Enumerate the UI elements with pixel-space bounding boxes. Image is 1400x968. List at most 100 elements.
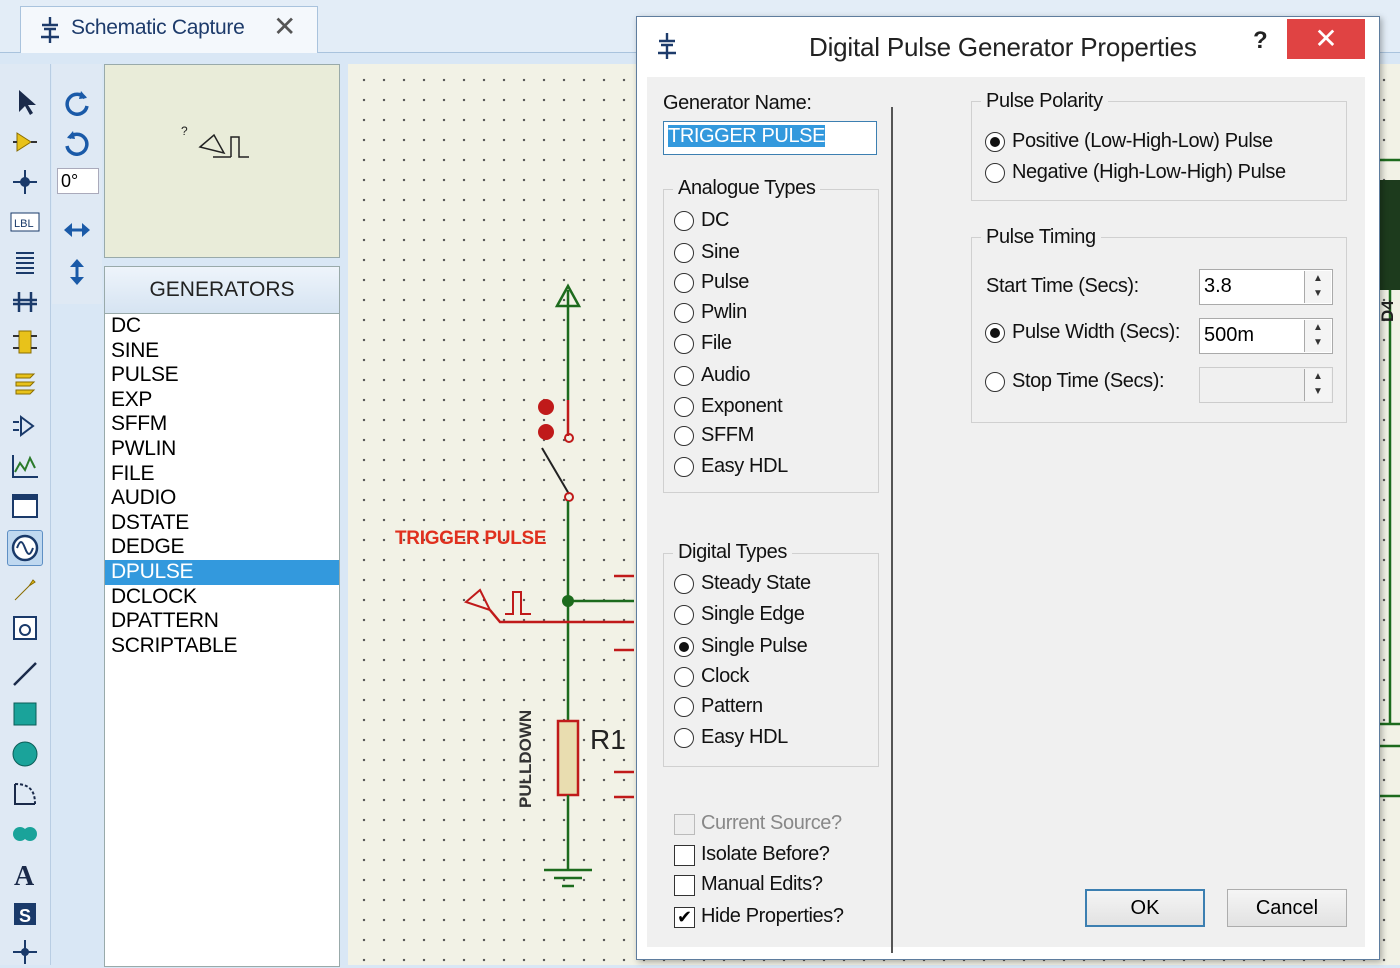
list-item[interactable]: DCLOCK — [111, 584, 197, 608]
wire-label-icon[interactable]: LBL — [9, 206, 41, 238]
generator-label[interactable]: TRIGGER PULSE — [395, 528, 547, 549]
flip-horizontal-icon[interactable] — [61, 214, 93, 246]
box-tool-icon[interactable] — [9, 698, 41, 730]
generator-mode-icon[interactable] — [7, 530, 43, 566]
radio-dc[interactable] — [674, 211, 694, 231]
text-tool-icon[interactable]: A — [9, 858, 41, 890]
selection-mode-icon[interactable] — [9, 86, 41, 118]
switch-pin-icon — [538, 424, 554, 440]
graph-mode-icon[interactable] — [9, 450, 41, 482]
radio-sffm[interactable] — [674, 426, 694, 446]
voltage-probe-icon[interactable] — [9, 574, 41, 606]
radio-label: DC — [701, 209, 730, 231]
pulse-width-label: Pulse Width (Secs): — [1012, 321, 1181, 343]
radio-single-pulse[interactable] — [674, 637, 694, 657]
svg-text:S: S — [19, 906, 31, 926]
symbol-tool-icon[interactable]: S — [9, 898, 41, 930]
pulse-width-spinner[interactable]: ▲▼ — [1304, 320, 1331, 352]
list-item[interactable]: SCRIPTABLE — [111, 633, 238, 657]
list-item[interactable]: DPATTERN — [111, 609, 219, 633]
list-item[interactable]: PWLIN — [111, 436, 177, 460]
current-source-checkbox[interactable] — [674, 814, 695, 835]
terminals-icon[interactable] — [9, 366, 41, 398]
line-tool-icon[interactable] — [9, 658, 41, 690]
tape-recorder-icon[interactable] — [9, 490, 41, 522]
circle-tool-icon[interactable] — [9, 738, 41, 770]
device-pins-icon[interactable] — [9, 410, 41, 442]
radio-label: Exponent — [701, 395, 783, 417]
radio-steady-state[interactable] — [674, 574, 694, 594]
path-tool-icon[interactable] — [9, 818, 41, 850]
list-item[interactable]: SFFM — [111, 412, 167, 436]
switch-pin-icon — [538, 399, 554, 415]
radio-label: Easy HDL — [701, 455, 788, 477]
stop-time-input[interactable]: ▲▼ — [1199, 367, 1333, 403]
hide-properties-checkbox[interactable]: ✔ — [674, 907, 695, 928]
radio-file[interactable] — [674, 334, 694, 354]
cancel-button[interactable]: Cancel — [1227, 889, 1347, 927]
start-time-input[interactable]: 3.8 ▲▼ — [1199, 269, 1333, 305]
dialog-close-button[interactable]: ✕ — [1287, 19, 1365, 59]
radio-positive-pulse[interactable] — [985, 132, 1005, 152]
list-item[interactable]: PULSE — [111, 363, 179, 387]
junction-dot-icon[interactable] — [9, 166, 41, 198]
generator-name-input[interactable]: TRIGGER PULSE — [663, 121, 877, 155]
start-time-label: Start Time (Secs): — [986, 275, 1139, 297]
generator-name-value: TRIGGER PULSE — [668, 125, 826, 147]
radio-label: Single Edge — [701, 603, 805, 625]
rotate-anticlockwise-icon[interactable] — [61, 126, 93, 158]
radio-pulse-width[interactable] — [985, 323, 1005, 343]
radio-single-edge[interactable] — [674, 605, 694, 625]
isolate-before-checkbox[interactable] — [674, 845, 695, 866]
radio-pulse[interactable] — [674, 273, 694, 293]
device-list[interactable]: DC SINE PULSE EXP SFFM PWLIN FILE AUDIO … — [105, 314, 339, 658]
list-item[interactable]: DC — [111, 314, 141, 337]
tab-close-icon[interactable]: ✕ — [273, 11, 297, 42]
subcircuit-icon[interactable] — [9, 326, 41, 358]
rotation-angle-field[interactable]: 0° — [57, 168, 99, 194]
rotate-clockwise-icon[interactable] — [61, 86, 93, 118]
radio-pattern[interactable] — [674, 697, 694, 717]
resistor-value-label[interactable]: PULLDOWN — [516, 709, 535, 808]
list-item-selected[interactable]: DPULSE — [105, 559, 339, 585]
pulse-width-input[interactable]: 500m ▲▼ — [1199, 318, 1333, 354]
radio-easy-hdl-digital[interactable] — [674, 728, 694, 748]
virtual-instruments-icon[interactable] — [9, 612, 41, 644]
arc-tool-icon[interactable] — [9, 778, 41, 810]
start-time-spinner[interactable]: ▲▼ — [1304, 271, 1331, 303]
schematic-icon — [37, 15, 63, 50]
list-item[interactable]: EXP — [111, 387, 153, 411]
radio-audio[interactable] — [674, 366, 694, 386]
radio-negative-pulse[interactable] — [985, 163, 1005, 183]
radio-clock[interactable] — [674, 667, 694, 687]
radio-exponent[interactable] — [674, 397, 694, 417]
tab-schematic-capture[interactable]: Schematic Capture ✕ — [20, 6, 318, 53]
radio-label: Pattern — [701, 695, 763, 717]
radio-sine[interactable] — [674, 243, 694, 263]
radio-easy-hdl-analogue[interactable] — [674, 457, 694, 477]
checkbox-label: Isolate Before? — [701, 843, 830, 865]
generator-name-label: Generator Name: — [663, 92, 812, 114]
ok-button[interactable]: OK — [1085, 889, 1205, 927]
text-script-icon[interactable] — [9, 246, 41, 278]
component-mode-icon[interactable] — [9, 126, 41, 158]
flip-vertical-icon[interactable] — [61, 256, 93, 288]
list-item[interactable]: SINE — [111, 338, 159, 362]
help-button[interactable]: ? — [1253, 27, 1268, 54]
svg-text:LBL: LBL — [14, 218, 34, 230]
manual-edits-checkbox[interactable] — [674, 875, 695, 896]
resistor-r1 — [556, 719, 580, 797]
radio-stop-time[interactable] — [985, 372, 1005, 392]
marker-tool-icon[interactable] — [9, 936, 41, 968]
dialog-titlebar[interactable]: Digital Pulse Generator Properties ? — [637, 17, 1379, 77]
list-item[interactable]: AUDIO — [111, 486, 177, 510]
radio-pwlin[interactable] — [674, 303, 694, 323]
resistor-name-label[interactable]: R1 — [590, 724, 626, 755]
radio-label: Clock — [701, 665, 750, 687]
stop-time-spinner[interactable]: ▲▼ — [1304, 369, 1331, 401]
list-item[interactable]: DEDGE — [111, 535, 185, 559]
list-item[interactable]: FILE — [111, 461, 155, 485]
bus-icon[interactable] — [9, 286, 41, 318]
schematic-drawing — [464, 158, 1400, 888]
list-item[interactable]: DSTATE — [111, 510, 189, 534]
